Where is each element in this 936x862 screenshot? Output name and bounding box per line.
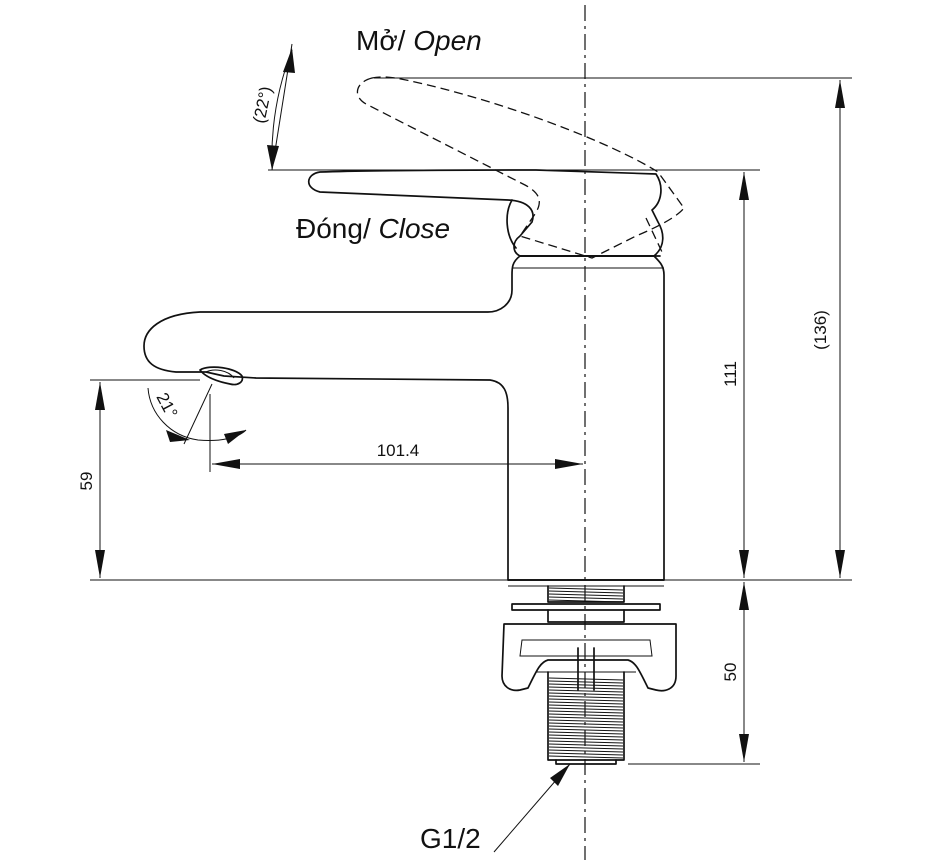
open-handle-outline xyxy=(356,76,685,259)
dim-reach: 101.4 xyxy=(377,441,420,460)
dim-spout-height: 59 xyxy=(77,472,96,491)
dim-shank-length: 50 xyxy=(721,663,740,682)
shank-assembly xyxy=(501,585,677,765)
extension-lines xyxy=(90,43,852,765)
faucet-body xyxy=(143,255,665,587)
dim-total-height: (136) xyxy=(811,310,830,350)
open-label: Mở/ Open xyxy=(356,25,482,56)
thread-label: G1/2 xyxy=(420,823,481,854)
close-label: Đóng/ Close xyxy=(296,213,450,244)
dim-open-angle: (22°) xyxy=(249,85,275,125)
dimension-lines xyxy=(95,48,845,853)
dim-spout-angle: 21° xyxy=(152,390,181,422)
dim-body-height: 111 xyxy=(721,361,740,387)
